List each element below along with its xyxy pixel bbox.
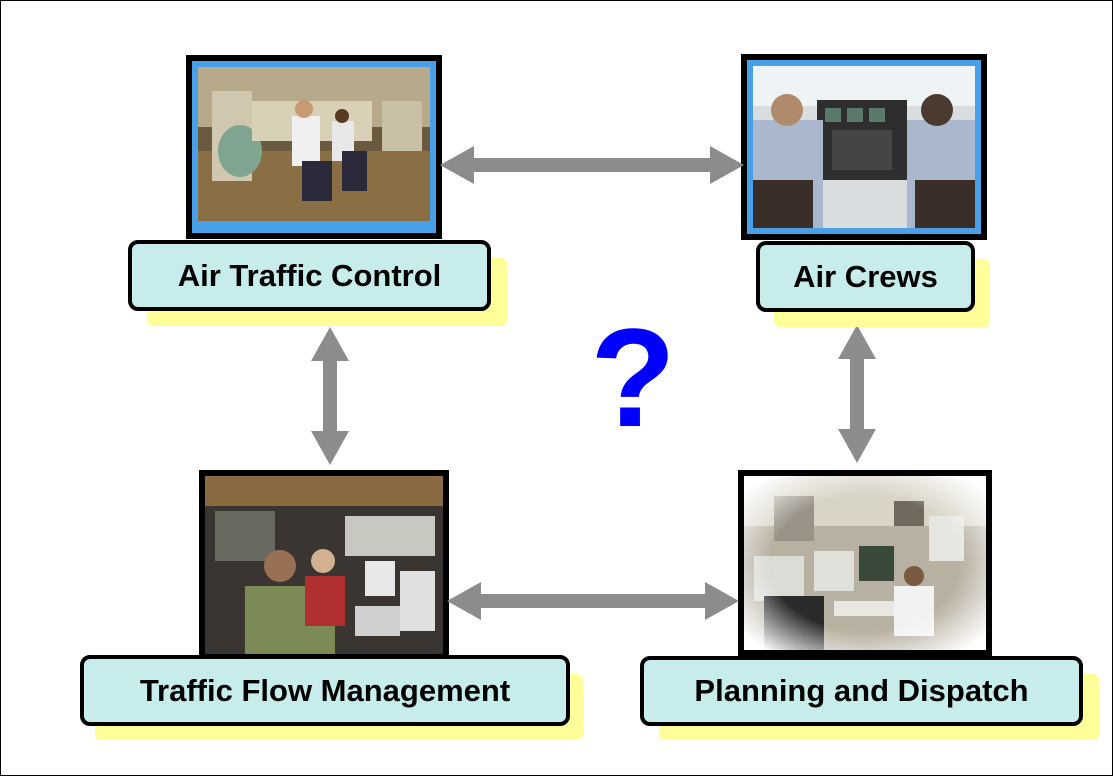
planning-and-dispatch-photo — [738, 470, 992, 656]
air-traffic-control-label: Air Traffic Control — [128, 240, 491, 311]
atc-tfm-arrow — [311, 327, 349, 465]
traffic-flow-management-photo — [199, 470, 449, 660]
planning-and-dispatch-label: Planning and Dispatch — [640, 656, 1083, 726]
air-crews-photo — [741, 54, 987, 240]
air-crews-label: Air Crews — [756, 241, 975, 312]
question-mark: ? — [590, 299, 676, 456]
traffic-flow-management-label: Traffic Flow Management — [80, 655, 570, 726]
air-traffic-control-photo — [186, 55, 442, 239]
crews-dispatch-arrow — [838, 325, 876, 463]
atc-crews-arrow — [440, 146, 744, 184]
tfm-dispatch-arrow — [447, 582, 739, 620]
